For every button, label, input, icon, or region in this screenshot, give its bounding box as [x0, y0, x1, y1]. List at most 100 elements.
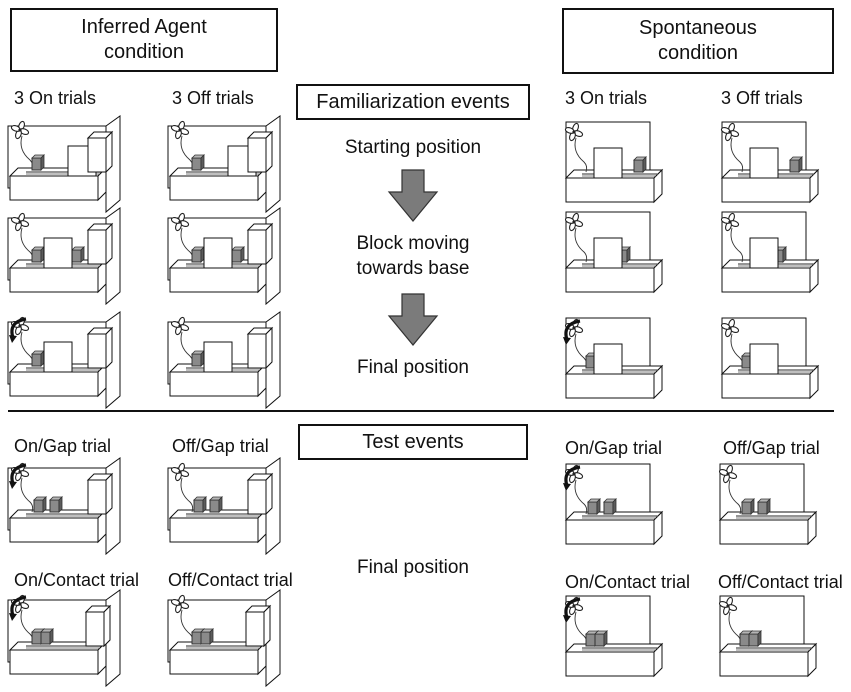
fan-icon: [170, 120, 190, 140]
block-moving-label: Block moving towards base: [356, 233, 470, 279]
agent-box: [247, 333, 267, 369]
fan-cord: [180, 477, 194, 513]
down-arrow-2: [387, 293, 439, 346]
table-front: [169, 649, 259, 675]
right-off-trials-label: 3 Off trials: [721, 88, 803, 108]
occluder-screen: [749, 343, 779, 375]
left-off-gap-scene: [167, 457, 281, 556]
spontaneous-header: Spontaneous condition: [562, 8, 834, 74]
agent-box: [87, 137, 107, 173]
base-block: [31, 154, 45, 171]
occluder-screen: [203, 237, 233, 269]
right-off-contact-label: Off/Contact trial: [718, 572, 843, 592]
agent-box: [87, 229, 107, 265]
moving-block: [603, 498, 617, 515]
base-block: [633, 156, 647, 173]
right-on-scene-1: [564, 121, 664, 204]
table-front: [719, 519, 809, 545]
agent-box: [87, 333, 107, 369]
fan-cord: [574, 479, 588, 515]
left-on-scene-3: [7, 311, 121, 410]
right-off-gap-scene: [718, 463, 818, 546]
section-divider: [8, 410, 834, 412]
table-front: [565, 177, 655, 203]
table-front: [719, 651, 809, 677]
agent-box: [247, 137, 267, 173]
occluder-screen: [593, 147, 623, 179]
table-front: [169, 267, 259, 293]
right-on-trials-label: 3 On trials: [565, 88, 648, 108]
right-on-scene-3: [563, 317, 664, 400]
left-on-scene-1: [7, 115, 121, 214]
occluder-screen: [749, 147, 779, 179]
base-block: [33, 496, 47, 513]
right-on-contact-scene: [563, 595, 664, 678]
fan-icon: [564, 122, 584, 142]
left-off-contact-scene: [167, 589, 281, 688]
right-on-scene-2: [564, 211, 664, 294]
base-block: [191, 154, 205, 171]
right-on-gap-label: On/Gap trial: [565, 438, 663, 458]
left-on-scene-2: [7, 207, 121, 306]
final-position-fam-label: Final position: [357, 357, 469, 378]
occluder-screen: [43, 237, 73, 269]
fan-cord: [728, 479, 742, 515]
left-on-gap-label: On/Gap trial: [14, 436, 112, 456]
fan-icon: [170, 594, 190, 614]
table-front: [9, 175, 99, 201]
table-front: [721, 267, 811, 293]
left-off-scene-3: [167, 311, 281, 410]
spontaneous-header-text: Spontaneous condition: [639, 17, 757, 64]
right-off-gap-label: Off/Gap trial: [723, 438, 820, 458]
left-off-scene-1: [167, 115, 281, 214]
agent-box: [85, 611, 105, 647]
inferred-agent-header: Inferred Agent condition: [10, 8, 278, 72]
down-arrow-1: [387, 169, 439, 222]
test-events-header: Test events: [298, 424, 528, 460]
moving-block: [748, 630, 762, 647]
left-off-trials-label: 3 Off trials: [172, 88, 254, 108]
right-off-contact-scene: [718, 595, 818, 678]
left-on-trials-label: 3 On trials: [14, 88, 97, 108]
agent-box: [247, 479, 267, 515]
occluder-screen: [203, 341, 233, 373]
left-off-gap-label: Off/Gap trial: [172, 436, 269, 456]
table-front: [565, 267, 655, 293]
occluder-screen: [43, 341, 73, 373]
fan-icon: [718, 464, 738, 484]
table-front: [565, 651, 655, 677]
fan-icon: [720, 212, 740, 232]
table-front: [565, 373, 655, 399]
fan-cord: [20, 477, 34, 513]
familiarization-header: Familiarization events: [296, 84, 530, 120]
base-block: [789, 156, 803, 173]
table-front: [9, 649, 99, 675]
left-on-contact-scene: [7, 589, 121, 688]
moving-block: [49, 496, 63, 513]
agent-box: [247, 229, 267, 265]
fan-icon: [10, 212, 30, 232]
starting-position-label: Starting position: [344, 137, 482, 158]
moving-block: [757, 498, 771, 515]
table-front: [721, 177, 811, 203]
fan-icon: [564, 212, 584, 232]
moving-block: [71, 246, 85, 263]
familiarization-header-text: Familiarization events: [316, 90, 510, 113]
fan-icon: [720, 122, 740, 142]
moving-block: [594, 630, 608, 647]
fan-icon: [720, 318, 740, 338]
test-events-header-text: Test events: [362, 430, 464, 453]
fan-cord: [730, 227, 744, 263]
right-off-scene-3: [720, 317, 820, 400]
base-block: [741, 498, 755, 515]
table-front: [169, 371, 259, 397]
fan-icon: [170, 316, 190, 336]
base-block: [193, 496, 207, 513]
agent-box: [87, 479, 107, 515]
moving-block: [209, 496, 223, 513]
left-off-contact-label: Off/Contact trial: [168, 570, 293, 590]
fan-cord: [574, 227, 588, 263]
table-front: [721, 373, 811, 399]
left-off-scene-2: [167, 207, 281, 306]
fan-icon: [10, 120, 30, 140]
